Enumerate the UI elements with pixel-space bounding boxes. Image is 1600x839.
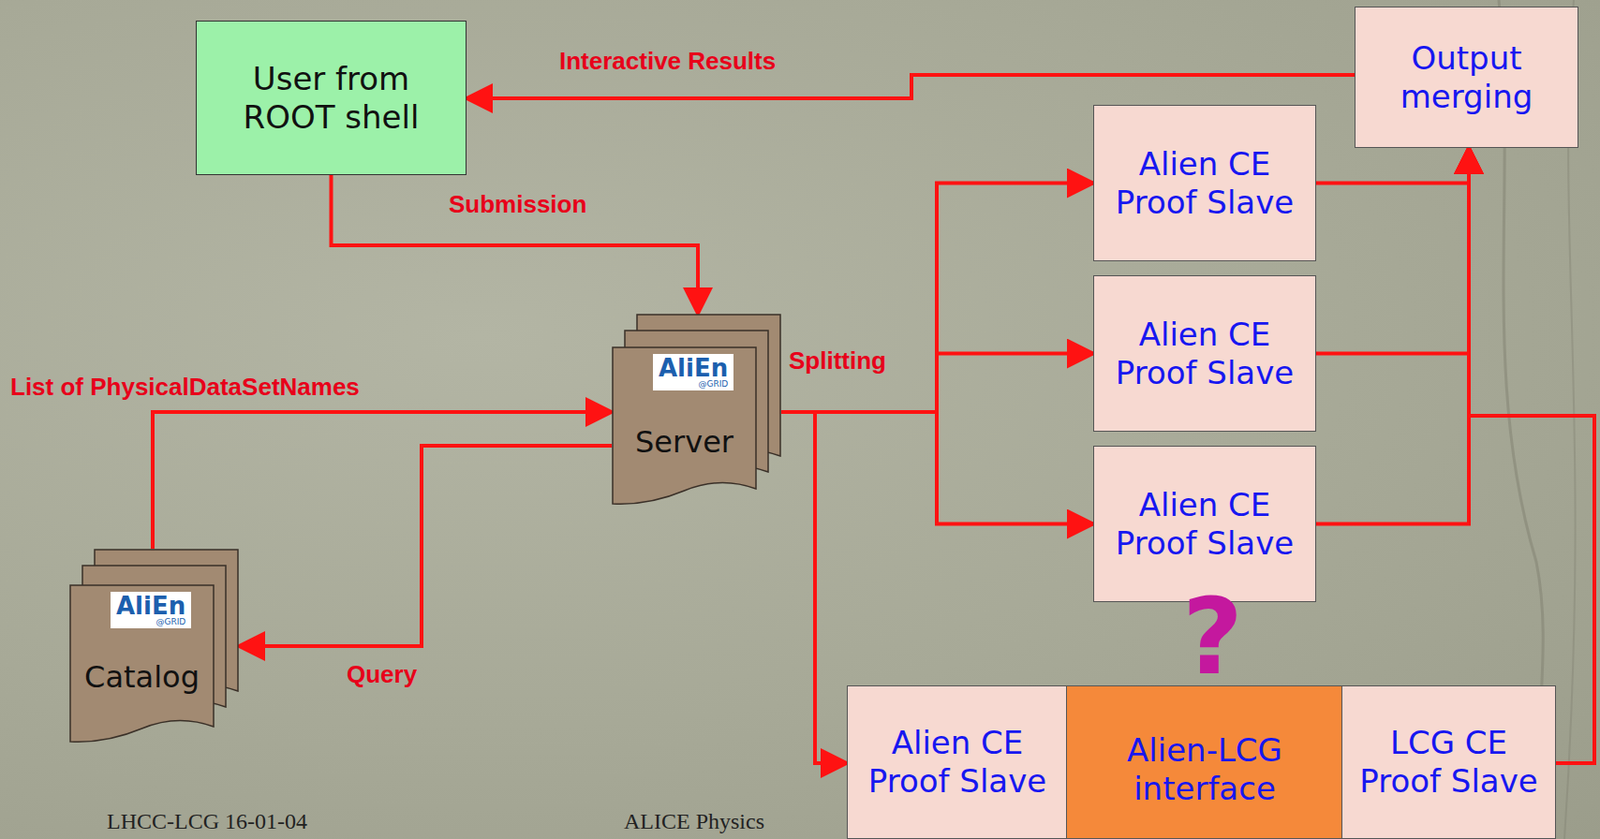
- connector: [1316, 148, 1469, 525]
- connector: [1316, 148, 1469, 355]
- box-text: Alien CE Proof Slave: [1103, 145, 1306, 223]
- user-box: User from ROOT shell: [195, 20, 467, 176]
- proof-slave-box: Alien CE Proof Slave: [846, 685, 1068, 839]
- box-text: User from ROOT shell: [206, 59, 457, 137]
- connector: [466, 74, 1355, 99]
- connector: [781, 183, 1094, 414]
- footer-title: ALICE Physics: [623, 809, 765, 835]
- box-text: Alien CE Proof Slave: [857, 724, 1058, 801]
- edge-label: List of PhysicalDataSetNames: [10, 372, 360, 402]
- catalog-stack: AliEn@GRID Catalog: [69, 548, 239, 743]
- edge-label: Interactive Results: [559, 46, 776, 76]
- logo-text: AliEn: [116, 593, 186, 619]
- proof-slave-box: Alien CE Proof Slave: [1093, 104, 1317, 262]
- box-text: LCG CE Proof Slave: [1351, 724, 1546, 801]
- footer-date: LHCC-LCG 16-01-04: [106, 809, 308, 835]
- edge-label: Query: [346, 660, 417, 690]
- box-text: Alien CE Proof Slave: [1103, 315, 1306, 393]
- connector: [781, 412, 847, 764]
- connector: [331, 175, 699, 314]
- stack-label: Server: [611, 424, 757, 460]
- logo-subtext: @GRID: [155, 618, 186, 627]
- document-sheet: [612, 347, 756, 504]
- logo-subtext: @GRID: [697, 380, 728, 389]
- server-stack: AliEn@GRID Server: [611, 313, 782, 505]
- stack-label: Catalog: [69, 659, 215, 696]
- alien-logo: AliEn@GRID: [110, 592, 192, 629]
- proof-slave-box: Alien CE Proof Slave: [1093, 445, 1317, 603]
- box-text: Alien-LCG interface: [1076, 731, 1334, 809]
- document-stack: [69, 548, 239, 743]
- interface-box: Alien-LCG interface: [1066, 685, 1344, 839]
- document-stack: [611, 313, 782, 505]
- edge-label: Splitting: [788, 346, 887, 376]
- lcg-slave-box: LCG CE Proof Slave: [1341, 685, 1556, 839]
- connector: [781, 412, 1094, 525]
- alien-logo: AliEn@GRID: [652, 354, 734, 391]
- connector: [238, 445, 612, 647]
- connector: [1468, 148, 1595, 764]
- output-merging-box: Output merging: [1354, 6, 1579, 149]
- box-text: Output merging: [1364, 39, 1569, 117]
- connector: [1316, 148, 1469, 184]
- proof-slave-box: Alien CE Proof Slave: [1093, 275, 1317, 432]
- connector: [152, 412, 612, 549]
- question-mark: ?: [1182, 584, 1244, 690]
- edge-label: Submission: [448, 190, 587, 220]
- logo-text: AliEn: [658, 355, 728, 381]
- document-sheet: [70, 585, 214, 742]
- box-text: Alien CE Proof Slave: [1103, 486, 1306, 563]
